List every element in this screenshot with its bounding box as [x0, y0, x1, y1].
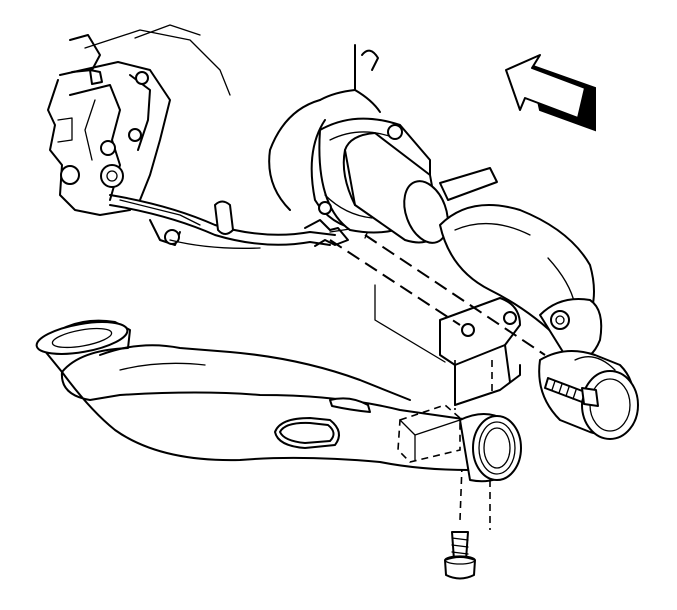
transmission-extension — [342, 132, 449, 244]
bolt-icon — [544, 377, 599, 407]
wiring-harness — [109, 194, 371, 249]
bolt-icon — [444, 531, 476, 580]
alignment-lines — [329, 234, 546, 530]
front-exhaust-pipe — [35, 319, 522, 483]
pipe-hanger-bracket — [374, 284, 521, 406]
mount-bracket-strap — [439, 167, 498, 201]
direction-arrow-icon — [505, 54, 596, 132]
engine-block — [47, 24, 231, 246]
